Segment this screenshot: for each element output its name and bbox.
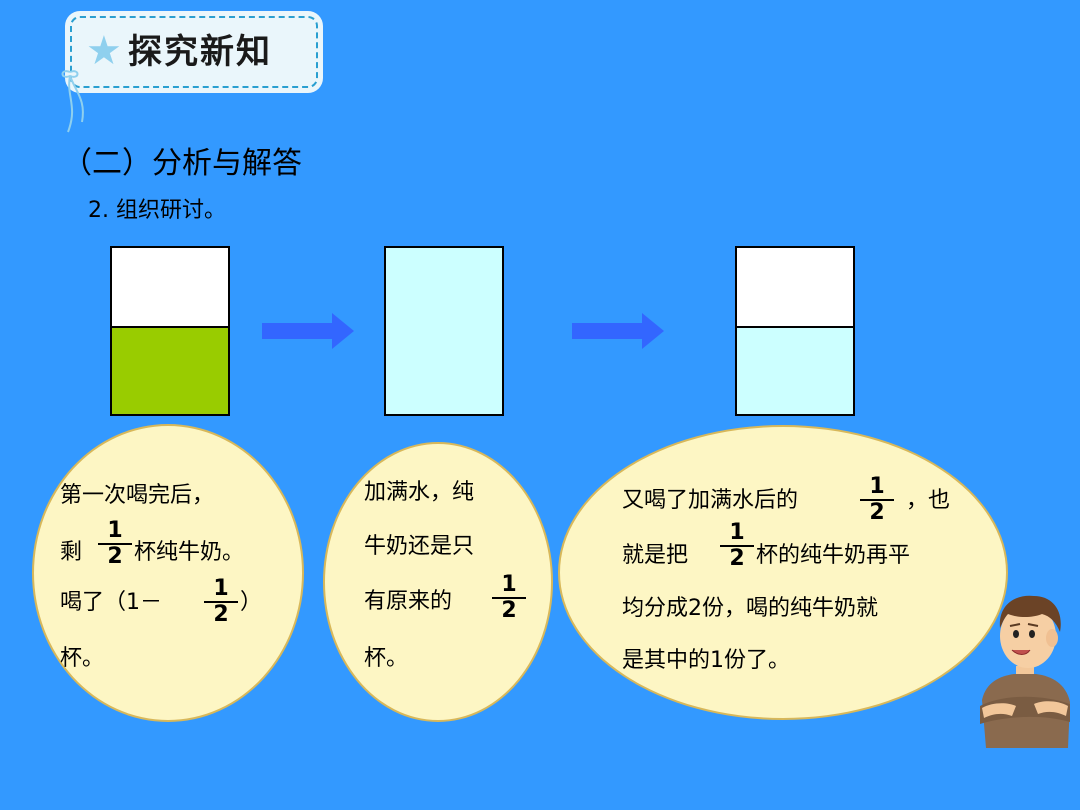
fraction-numerator: 1: [729, 520, 745, 545]
bubble1-line2b: 杯纯牛奶。: [134, 540, 245, 565]
fraction-one-half: 1 2: [492, 574, 526, 622]
bubble2-line1: 加满水，纯: [364, 480, 475, 505]
bubble3-line4: 是其中的1份了。: [622, 648, 790, 673]
bubble1-line1: 第一次喝完后，: [60, 483, 215, 508]
cup-half-milk: [110, 246, 230, 416]
milk-fill: [112, 326, 228, 414]
arrow-right-icon: [262, 313, 354, 349]
fraction-numerator: 1: [213, 576, 229, 601]
page-title: 探究新知: [128, 32, 272, 72]
fraction-denominator: 2: [869, 500, 885, 525]
section-subtitle: 2. 组织研讨。: [88, 198, 226, 223]
fraction-one-half: 1 2: [204, 578, 238, 626]
bubble3-line3: 均分成2份，喝的纯牛奶就: [622, 596, 878, 621]
fraction-denominator: 2: [501, 598, 517, 623]
speech-bubble-1: [32, 424, 304, 722]
boy-character-illustration: [980, 595, 1070, 748]
cup-empty-part: [112, 248, 228, 332]
cup-full-water: [384, 246, 504, 416]
arrow-right-icon: [572, 313, 664, 349]
fraction-denominator: 2: [107, 544, 123, 569]
fraction-one-half: 1 2: [98, 520, 132, 568]
bubble1-line3b: ）: [240, 590, 263, 615]
fraction-denominator: 2: [729, 546, 745, 571]
fraction-denominator: 2: [213, 602, 229, 627]
bubble2-line3: 有原来的: [364, 589, 453, 614]
fraction-numerator: 1: [869, 474, 885, 499]
bubble2-line2: 牛奶还是只: [364, 534, 475, 559]
bubble1-line2a: 剩: [60, 540, 83, 565]
cup-half-mixture: [735, 246, 855, 416]
header-badge: [70, 16, 318, 88]
bubble1-line3a: 喝了（1－: [60, 590, 162, 615]
speech-bubble-2: [323, 442, 553, 722]
bubble3-line2a: 就是把: [622, 543, 689, 568]
bubble3-line1b: ，也: [906, 488, 951, 513]
fraction-one-half: 1 2: [860, 476, 894, 524]
bubble2-line4: 杯。: [364, 646, 409, 671]
fraction-one-half: 1 2: [720, 522, 754, 570]
star-icon: ★: [86, 28, 122, 74]
fraction-numerator: 1: [501, 572, 517, 597]
speech-bubble-3: [558, 425, 1008, 720]
ribbon-icon: [61, 70, 84, 133]
bubble3-line1a: 又喝了加满水后的: [622, 488, 799, 513]
section-title: （二）分析与解答: [62, 146, 302, 181]
cup-empty-part: [737, 248, 853, 332]
fraction-numerator: 1: [107, 518, 123, 543]
bubble1-line4: 杯。: [60, 646, 105, 671]
mixture-fill: [737, 326, 853, 414]
bubble3-line2b: 杯的纯牛奶再平: [756, 543, 911, 568]
